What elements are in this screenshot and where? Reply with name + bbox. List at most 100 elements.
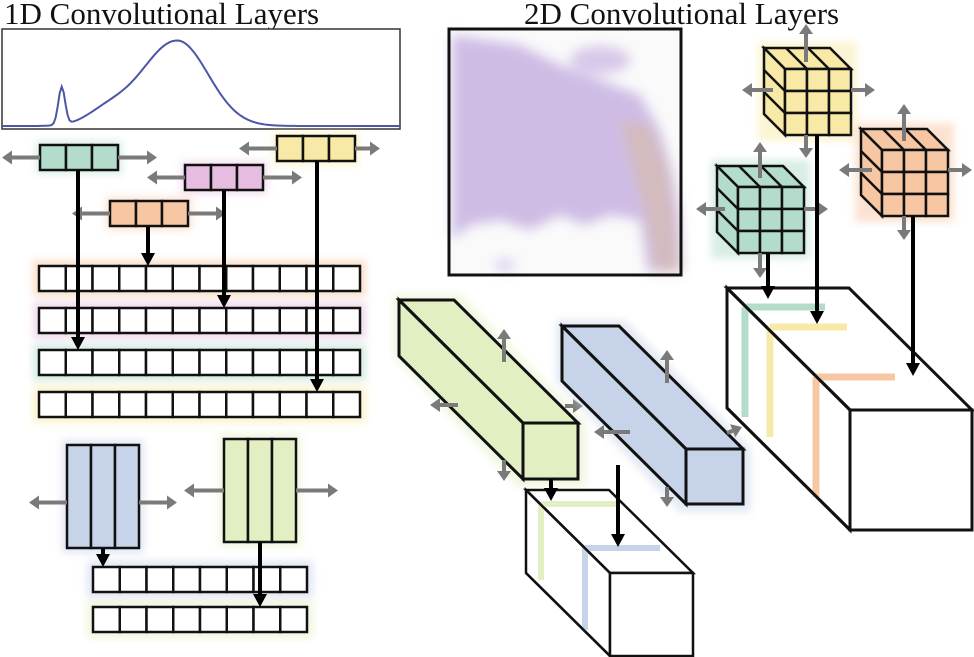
- cube-cell: [924, 170, 950, 196]
- title-1d-conv: 1D Convolutional Layers: [4, 0, 320, 31]
- row-cell: [144, 264, 174, 293]
- cube-cell: [783, 89, 809, 115]
- arrow-orange-cube-to-volume-head: [906, 363, 920, 376]
- cube-cell: [736, 185, 762, 211]
- cube-side-line: [716, 209, 739, 232]
- cube-cell: [902, 148, 928, 174]
- row-cell: [279, 565, 309, 594]
- arrow-yellow-to-row-head: [310, 379, 324, 392]
- kernel-1d-pink: [147, 161, 302, 194]
- row-cell: [145, 605, 175, 634]
- cube-side-line: [716, 187, 739, 210]
- row-cell: [37, 306, 67, 335]
- row-cell: [278, 264, 308, 293]
- kernel-cell: [113, 443, 141, 550]
- kernel-cell: [90, 143, 120, 172]
- signal-curve: [2, 39, 400, 127]
- row-cell: [225, 390, 255, 419]
- arrow-right-head: [147, 150, 157, 165]
- cube-cell: [805, 89, 831, 115]
- arrow-orange-to-row-head: [141, 253, 155, 266]
- cube-top-line: [738, 165, 761, 188]
- row-cell: [305, 348, 335, 377]
- row-cell: [332, 306, 362, 335]
- arrow-blue-bar-to-volume-head: [611, 534, 625, 547]
- row-cell: [278, 348, 308, 377]
- row-cell: [332, 348, 362, 377]
- arrow-down-head: [753, 268, 767, 278]
- row-cell: [305, 264, 335, 293]
- row-cell: [251, 306, 281, 335]
- cube-cell: [805, 67, 831, 93]
- cube-cell: [783, 67, 809, 93]
- cube-cell: [736, 207, 762, 233]
- arrow-up-head: [897, 104, 911, 114]
- row-cell: [278, 306, 308, 335]
- cube-cell: [736, 229, 762, 255]
- row-cell: [118, 264, 148, 293]
- volume-edge: [725, 406, 852, 532]
- arrow-right-head: [730, 424, 742, 438]
- row-cell: [144, 390, 174, 419]
- title-2d-conv: 2D Convolutional Layers: [524, 0, 840, 31]
- row-cell: [225, 348, 255, 377]
- feature-volume-2d: [723, 284, 974, 534]
- row-cell: [225, 264, 255, 293]
- kernel-cell: [275, 134, 305, 163]
- arrow-left-head: [147, 170, 157, 185]
- volume-edge: [725, 286, 852, 412]
- cube-cell: [880, 192, 906, 218]
- kernel-cell: [160, 199, 190, 228]
- signal-plot: [1, 28, 401, 130]
- feature-row-yellow: [33, 386, 366, 423]
- smoke-body: [452, 35, 682, 272]
- kernel-cell: [235, 163, 265, 192]
- row-cell: [198, 306, 228, 335]
- arrow-right-head: [818, 202, 828, 216]
- volume-edge: [525, 572, 611, 657]
- kernel-cell: [183, 163, 213, 192]
- row-cell: [198, 565, 228, 594]
- cube-cell: [758, 185, 784, 211]
- bar-front: [684, 447, 745, 506]
- row-cell: [91, 306, 121, 335]
- elongated-kernel-lime: [393, 294, 586, 487]
- arrow-left-head: [430, 398, 440, 412]
- cube-cell: [902, 170, 928, 196]
- arrow-right-head: [962, 163, 972, 177]
- row-cell: [91, 605, 121, 634]
- cube-cell: [758, 207, 784, 233]
- row-cell: [118, 348, 148, 377]
- cube-cell: [780, 229, 806, 255]
- cube-cell: [880, 170, 906, 196]
- row-cell: [64, 390, 94, 419]
- arrow-right-head: [573, 399, 583, 413]
- row-cell: [64, 348, 94, 377]
- arrow-green-to-row-head: [71, 337, 85, 350]
- cube-cell: [805, 111, 831, 137]
- row-cell: [332, 390, 362, 419]
- row-cell: [172, 565, 202, 594]
- kernel-cell: [38, 143, 68, 172]
- row-cell: [251, 348, 281, 377]
- kernel-cell: [134, 199, 164, 228]
- arrow-down-head: [799, 148, 813, 158]
- elongated-kernel-blue: [556, 320, 751, 512]
- arrow-left-head: [29, 495, 39, 510]
- smoke-stem: [620, 120, 682, 272]
- cube-cell: [827, 89, 853, 115]
- smoke-puff: [495, 259, 515, 271]
- arrow-pink-to-row-head: [217, 295, 231, 308]
- cube-cell: [924, 192, 950, 218]
- kernel-cell: [327, 134, 357, 163]
- arrow-left-head: [839, 163, 849, 177]
- row-cell: [118, 605, 148, 634]
- arrow-right-head: [865, 83, 875, 97]
- arrow-up-head: [799, 24, 813, 34]
- cube-side-line: [860, 172, 883, 195]
- row-cell: [252, 605, 282, 634]
- vertical-kernel-lime: [184, 434, 338, 547]
- row-cell: [91, 390, 121, 419]
- row-cell: [171, 390, 201, 419]
- kernel-cell: [209, 163, 239, 192]
